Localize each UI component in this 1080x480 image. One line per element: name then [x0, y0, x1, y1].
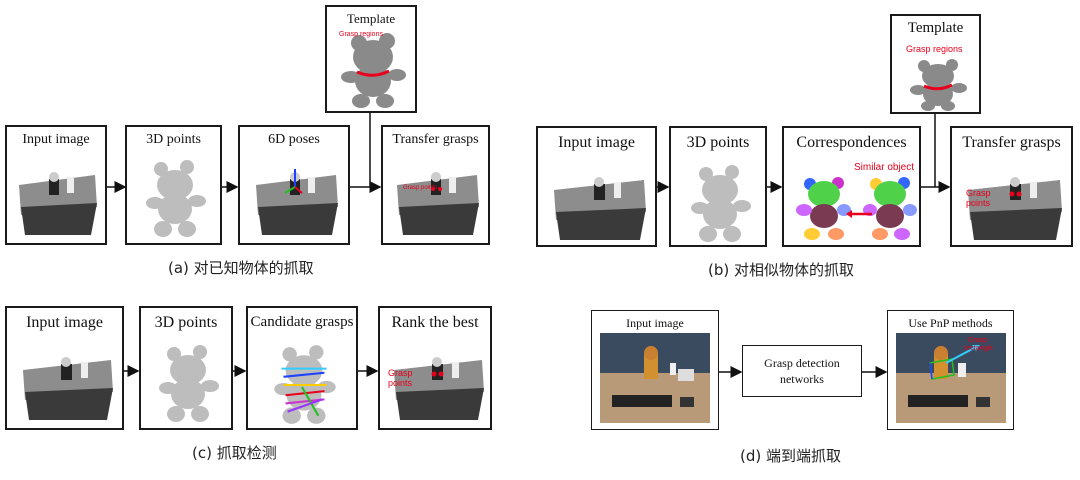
- panel-d-caption: (d) 端到端抓取: [740, 447, 841, 465]
- panel-a-point-cloud-image: [146, 160, 206, 237]
- panel-a-template-title: Template: [346, 11, 396, 26]
- panel-a-input-scene-image: [15, 157, 99, 237]
- panel-d-network-line1: Grasp detection: [764, 356, 840, 370]
- panel-d-pnp-photo: [896, 333, 1006, 423]
- panel-b-correspondence-image: [796, 177, 917, 240]
- panel-b-3d-points-title: 3D points: [686, 134, 750, 151]
- panel-c-rank-the-best-box: Rank the best Grasp points: [378, 306, 492, 430]
- panel-c-input-image-title: Input image: [26, 314, 103, 331]
- panel-d-grasp-network-box: Grasp detection networks: [742, 345, 862, 397]
- panel-c-candidate-grasps-image: [274, 345, 336, 424]
- panel-c-candidate-grasps-title: Candidate grasps: [250, 314, 354, 330]
- panel-a-template-grasp-label: Grasp regions: [339, 31, 383, 38]
- panel-d-pnp-label-1: Grasp: [968, 337, 988, 344]
- panel-c-3d-points-title: 3D points: [154, 314, 218, 331]
- panel-d-pnp-title: Use PnP methods: [908, 316, 993, 330]
- panel-b-input-image-box: Input image: [536, 126, 657, 247]
- panel-b-grasp-label-2: points: [966, 198, 991, 208]
- panel-d-pnp-box: Use PnP methods Grasp rectangle: [887, 310, 1014, 430]
- panel-b-transfer-grasps-title: Transfer grasps: [962, 134, 1061, 151]
- panel-b-template-teddy-image: [910, 59, 967, 111]
- panel-b-point-cloud-image: [691, 165, 751, 242]
- panel-a-pose-scene-image: [252, 157, 340, 237]
- panel-a-3d-points-box: 3D points: [125, 125, 222, 245]
- panel-b-correspondences-box: Correspondences Similar object: [782, 126, 921, 247]
- panel-a-6d-poses-title: 6D poses: [268, 132, 320, 147]
- panel-c-input-image-box: Input image: [5, 306, 124, 430]
- panel-c-3d-points-box: 3D points: [139, 306, 233, 430]
- panel-a-transfer-grasps-box: Transfer grasps Grasp points: [381, 125, 490, 245]
- panel-b-template-grasp-label: Grasp regions: [906, 44, 963, 54]
- panel-d-input-photo: [600, 333, 710, 423]
- panel-a-input-image-title: Input image: [22, 132, 90, 147]
- panel-a-caption: (a) 对已知物体的抓取: [168, 259, 314, 277]
- panel-b-3d-points-box: 3D points: [669, 126, 767, 247]
- panel-a-transfer-scene-image: [393, 157, 481, 237]
- panel-a-6d-poses-box: 6D poses: [238, 125, 350, 245]
- panel-c-grasp-label-1: Grasp: [388, 368, 413, 378]
- panel-d-input-image-box: Input image: [591, 310, 719, 430]
- panel-b-transfer-scene-image: [964, 162, 1064, 242]
- panel-b-correspondences-title: Correspondences: [796, 134, 907, 151]
- panel-c-point-cloud-image: [159, 345, 219, 422]
- panel-c-rank-the-best-title: Rank the best: [391, 314, 479, 331]
- panel-a-template-teddy-image: [341, 33, 406, 108]
- panel-b-input-scene-image: [550, 162, 648, 242]
- panel-a-transfer-grasp-label: Grasp points: [403, 185, 438, 191]
- panel-b-template-box: Template Grasp regions: [890, 14, 981, 114]
- panel-c-input-scene-image: [19, 342, 115, 422]
- panel-d-input-image-title: Input image: [626, 316, 684, 330]
- panel-c-candidate-grasps-box: Candidate grasps: [246, 306, 358, 430]
- panel-d-network-line2: networks: [779, 372, 824, 386]
- panel-b-similar-object-label: Similar object: [854, 162, 915, 173]
- panel-a-template-box: Template Grasp regions: [325, 5, 417, 113]
- panel-b-caption: (b) 对相似物体的抓取: [708, 261, 854, 279]
- panel-c-caption: (c) 抓取检测: [192, 444, 277, 462]
- panel-b-input-image-title: Input image: [558, 134, 635, 151]
- panel-c-rank-scene-image: [390, 342, 486, 422]
- panel-d-pnp-label-2: rectangle: [964, 345, 993, 352]
- panel-c-grasp-label-2: points: [388, 378, 413, 388]
- panel-a-3d-points-title: 3D points: [146, 132, 201, 147]
- panel-a-transfer-grasps-title: Transfer grasps: [392, 132, 479, 147]
- panel-b-transfer-grasps-box: Transfer grasps Grasp points: [950, 126, 1073, 247]
- panel-a-input-image-box: Input image: [5, 125, 107, 245]
- panel-b-grasp-label-1: Grasp: [966, 188, 991, 198]
- panel-b-template-title: Template: [907, 20, 964, 36]
